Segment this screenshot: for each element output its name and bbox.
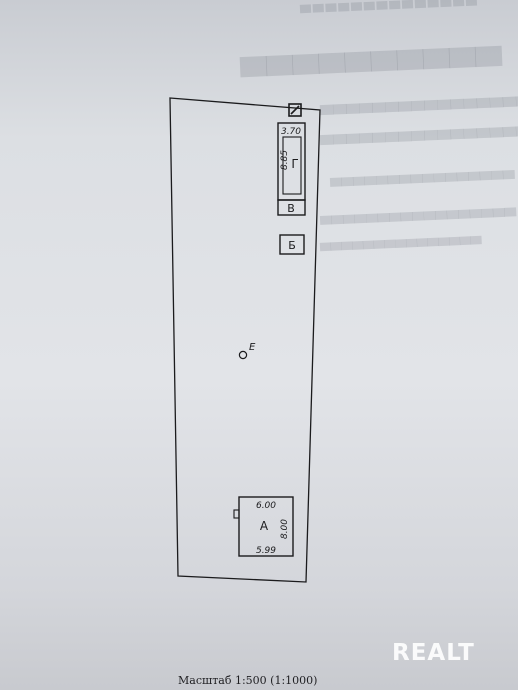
point-e: Е (238, 342, 256, 360)
building-a-dim-bottom: 5.99 (256, 546, 276, 556)
building-b-label: Б (288, 239, 296, 252)
scale-caption: Масштаб 1:500 (1:1000) (178, 674, 318, 687)
point-e-label: Е (249, 342, 256, 353)
building-b: Б (279, 234, 305, 255)
corner-marker (288, 103, 302, 117)
building-a-dim-top: 6.00 (256, 501, 276, 511)
building-a-dim-side: 8.00 (280, 519, 290, 539)
building-g-label: Г (291, 157, 298, 171)
plot-boundary (169, 97, 321, 583)
building-v-label: В (287, 202, 295, 215)
building-g: 3.70 8.85 Г (277, 122, 306, 201)
building-g-dim-top: 3.70 (281, 127, 301, 137)
building-v: В (277, 199, 306, 216)
building-a: 6.00 8.00 А 5.99 (233, 496, 294, 557)
building-g-dim-side: 8.85 (280, 150, 290, 170)
realt-watermark-logo: REALT (392, 640, 475, 666)
building-a-label: А (260, 519, 269, 533)
